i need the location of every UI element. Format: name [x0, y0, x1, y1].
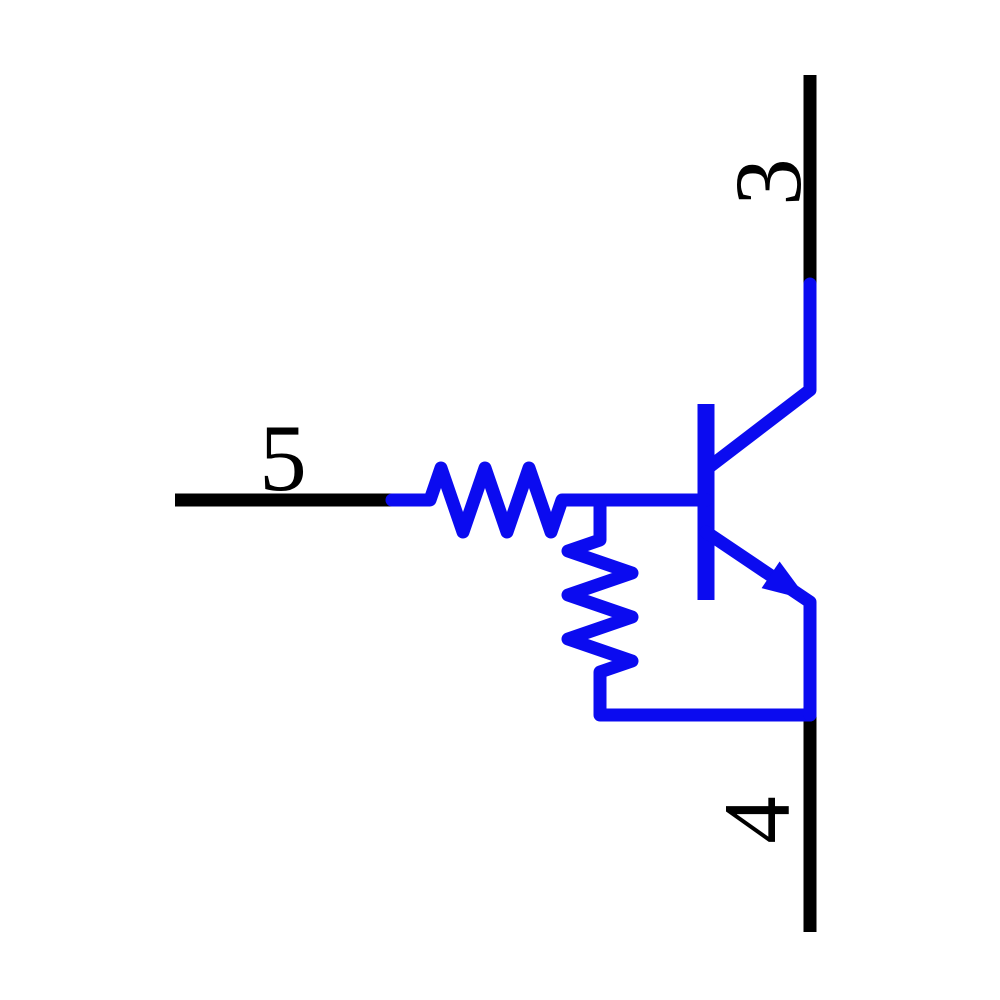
pin-label-base: 5: [259, 405, 307, 511]
base-emitter-shunt-resistor: [561, 493, 817, 722]
emitter-arrow-icon: [761, 561, 808, 600]
collector-wire: [701, 277, 817, 475]
base-series-resistor: [385, 461, 713, 539]
pin-label-emitter: 4: [704, 796, 810, 844]
pin-label-collector: 3: [715, 158, 821, 206]
emitter-wire: [699, 525, 817, 722]
